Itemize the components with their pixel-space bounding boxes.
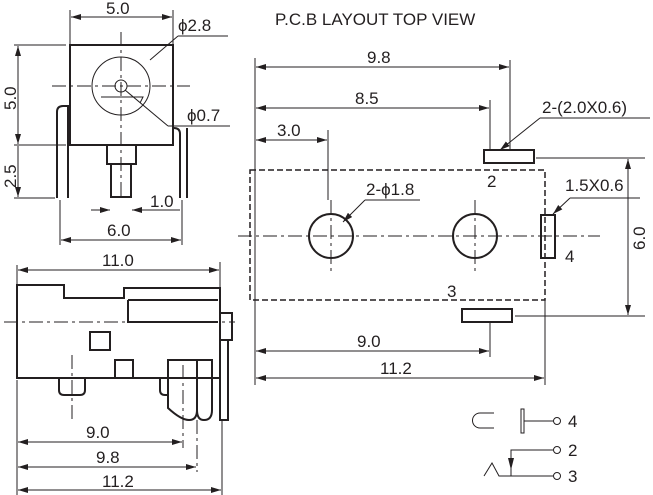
pad-bottom-number: 3 — [447, 282, 456, 301]
pin-3-label: 3 — [568, 467, 577, 486]
dim-9-8: 9.8 — [367, 48, 391, 67]
side-body — [16, 284, 221, 379]
schematic-symbol: 4 2 3 — [472, 408, 577, 486]
pin-2-label: 2 — [568, 441, 577, 460]
dim-b: 9.8 — [96, 448, 120, 467]
dim-3-0: 3.0 — [277, 121, 301, 140]
dim-lead-len: 2.5 — [1, 164, 20, 188]
center-lead — [106, 145, 137, 165]
title: P.C.B LAYOUT TOP VIEW — [275, 10, 475, 29]
dim-width: 5.0 — [106, 0, 130, 18]
dim-8-5: 8.5 — [355, 89, 379, 108]
dim-pin-dia: ϕ0.7 — [187, 106, 220, 125]
dim-9-0: 9.0 — [357, 332, 381, 351]
label-pad-top: 2-(2.0X0.6) — [542, 98, 627, 117]
dim-pin-width: 1.0 — [150, 192, 174, 211]
dim-height: 5.0 — [1, 86, 20, 110]
pad-top-number: 2 — [487, 172, 496, 191]
pad-4 — [540, 214, 556, 259]
dim-length: 11.0 — [102, 251, 134, 270]
hole-2 — [452, 213, 498, 259]
dim-lead-span: 6.0 — [107, 221, 131, 240]
left-lead — [56, 105, 69, 198]
footprint-outline — [249, 169, 546, 301]
pcb-layout: 9.8 8.5 3.0 2-(2.0X0.6) 2 2-ϕ1.8 1.5X0.6… — [238, 48, 650, 385]
pad-3 — [461, 308, 513, 323]
label-pad-right: 1.5X0.6 — [565, 176, 624, 195]
dim-a: 9.0 — [86, 423, 110, 442]
dim-6-0: 6.0 — [630, 226, 649, 250]
right-lead — [173, 127, 181, 198]
dim-c: 11.2 — [102, 472, 134, 491]
dim-hole-dia: ϕ2.8 — [178, 16, 211, 35]
hole-1 — [308, 213, 354, 259]
pad-right-number: 4 — [565, 247, 574, 266]
dim-11-2: 11.2 — [380, 359, 412, 378]
pad-2 — [483, 149, 535, 164]
label-holes: 2-ϕ1.8 — [366, 180, 414, 199]
pin-4-label: 4 — [568, 412, 577, 431]
side-view: 11.0 9.0 9.8 11.2 — [4, 251, 235, 495]
front-view: 5.0 5.0 2.5 ϕ2.8 ϕ0.7 1.0 6.0 — [1, 0, 230, 245]
